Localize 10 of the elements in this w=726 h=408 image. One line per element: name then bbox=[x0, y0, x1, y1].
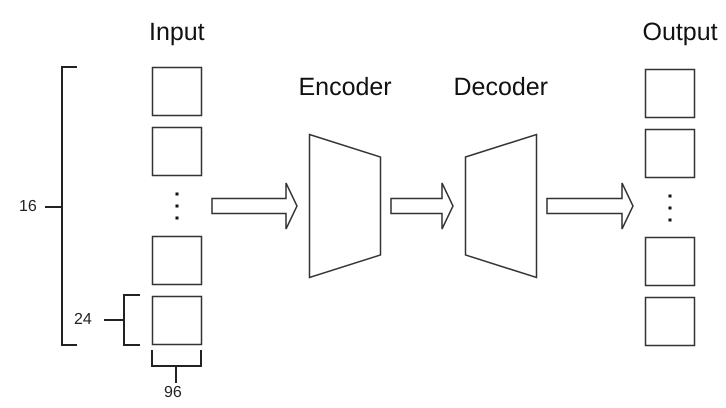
block-arrow bbox=[211, 182, 298, 230]
dimension-label: 96 bbox=[164, 384, 182, 402]
block-title: Decoder bbox=[454, 72, 548, 102]
block-title: Output bbox=[642, 17, 718, 47]
block-title: Encoder bbox=[298, 72, 392, 102]
block-title: Input bbox=[149, 17, 205, 47]
dimension-label: 16 bbox=[19, 198, 37, 216]
block-arrow bbox=[390, 182, 454, 230]
block-arrow bbox=[546, 182, 634, 230]
dimension-label: 24 bbox=[74, 311, 92, 329]
